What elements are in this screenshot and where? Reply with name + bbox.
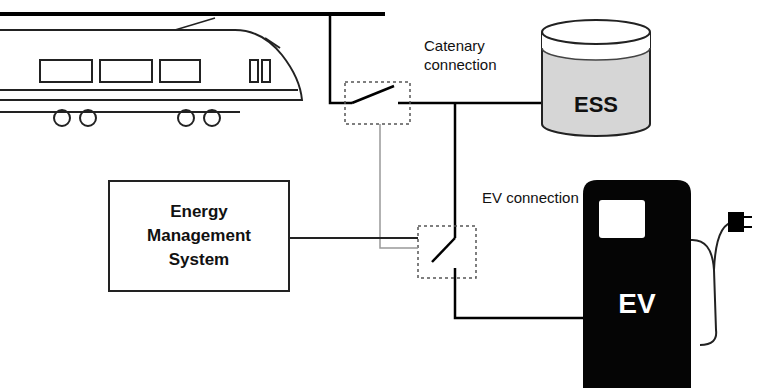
- storage-label: ESS: [574, 92, 618, 118]
- pump-screen: [599, 200, 645, 238]
- station-label: EV: [618, 288, 655, 320]
- ev-switch-box: [418, 226, 476, 278]
- cylinder-top: [542, 20, 650, 44]
- liquid-level: [542, 48, 650, 60]
- pump-outline: [583, 180, 691, 388]
- plug: [728, 212, 744, 232]
- control-wire: [290, 237, 418, 239]
- plug-pin: [744, 226, 752, 228]
- charging-station: EV: [583, 180, 691, 388]
- box-label: Energy Management System: [120, 200, 278, 272]
- cylinder-outline: [540, 18, 652, 138]
- catenary-switch-box: [345, 82, 410, 124]
- cylinder-body: [542, 32, 650, 136]
- storage-cylinder: ESS: [540, 18, 652, 138]
- process-box: Energy Management System: [108, 180, 290, 292]
- charger-cable: [690, 222, 735, 345]
- pump-body: [583, 180, 691, 388]
- control-wires: [380, 124, 418, 248]
- catenary-wire: [0, 12, 385, 16]
- plug-pin: [744, 216, 752, 218]
- connection-label: EV connection: [482, 188, 582, 207]
- train: [0, 18, 302, 126]
- connection-label: Catenary connection: [424, 36, 524, 74]
